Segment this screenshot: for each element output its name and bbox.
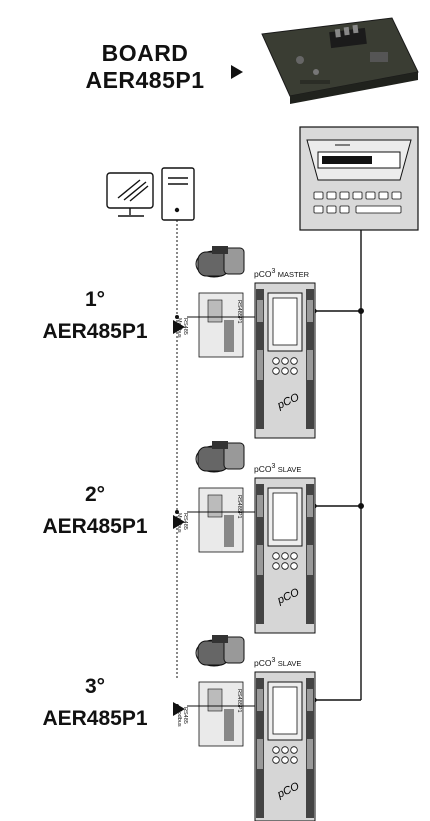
unit-1-ctrl-sup: 3 [271,268,275,275]
unit-1-card-line3: RS485P1 [236,300,242,324]
unit-2-card-label: RS485 Modbus [176,513,188,533]
unit-1-controller-tag: pCO3 MASTER [254,268,309,279]
unit-2-pump [196,441,244,472]
unit-2-card-line2: Modbus [176,513,182,533]
unit-2-card-port: RS485P1 [236,495,242,519]
unit-1-controller: pCO [255,283,315,438]
unit-2-card-line1: RS485 [182,513,188,533]
unit-1-card-line1: RS485 [182,318,188,338]
terminal-bus-line [312,230,363,702]
unit-3-ctrl-role: SLAVE [278,659,302,668]
unit-2-ctrl-sup: 3 [271,463,275,470]
unit-1-card-line2: Modbus [176,318,182,338]
unit-3-pump [196,635,244,666]
unit-1-card-label: RS485 Modbus [176,318,188,338]
unit-2-ctrl-prefix: pCO [254,464,271,474]
pc-workstation-icon [107,168,194,220]
unit-3-controller-tag: pCO3 SLAVE [254,657,301,668]
aer485p1-board-image [262,18,418,104]
unit-3-ctrl-sup: 3 [271,657,275,664]
terminal-display-device [300,127,418,230]
unit-1-ctrl-role: MASTER [278,270,309,279]
unit-3-card-label: RS485 Modbus [176,707,188,727]
unit-3-card-line1: RS485 [182,707,188,727]
unit-2-controller-tag: pCO3 SLAVE [254,463,301,474]
unit-2-ctrl-role: SLAVE [278,465,302,474]
unit-3-card-port: RS485P1 [236,689,242,713]
unit-3-controller: pCO [255,672,315,821]
unit-1-ctrl-prefix: pCO [254,269,271,279]
unit-2-card-line3: RS485P1 [236,495,242,519]
unit-3-card-line3: RS485P1 [236,689,242,713]
unit-3-card-line2: Modbus [176,707,182,727]
unit-1-card-port: RS485P1 [236,300,242,324]
unit-3-ctrl-prefix: pCO [254,658,271,668]
unit-2-controller: pCO [255,478,315,633]
unit-1-pump [196,246,244,277]
